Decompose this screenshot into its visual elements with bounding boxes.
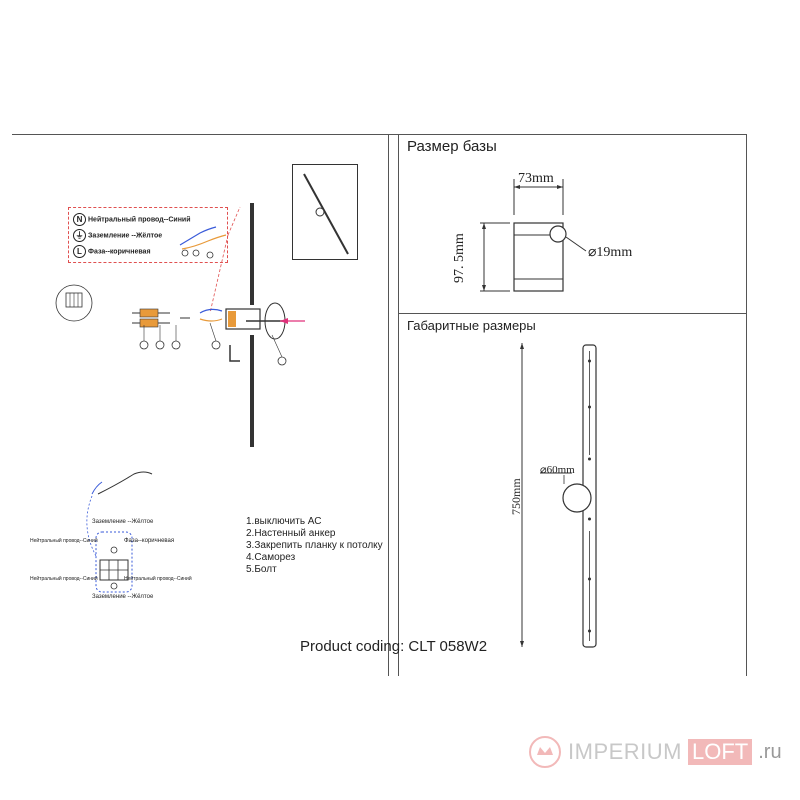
logo-domain: .ru [758,740,782,763]
terminal-block-drawing [86,471,153,593]
overall-section-title: Габаритные размеры [407,318,536,333]
installation-steps: 1.выключить АС 2.Настенный анкер 3.Закре… [246,516,383,576]
product-coding: Product coding: CLT 058W2 [300,638,488,655]
step-5: 5.Болт [246,564,277,575]
section-divider-horizontal [398,313,747,314]
step-3: 3.Закрепить планку к потолку [246,540,383,551]
legend-neutral-text: Нейтральный провод--Синий [88,216,191,224]
step-4: 4.Саморез [246,552,296,563]
overall-diameter-label: ⌀60mm [540,464,575,476]
terminal-ground-bottom-label: Заземление --Жёлтое [92,594,154,600]
base-section-title: Размер базы [407,138,497,155]
logo-loft: LOFT [688,739,753,765]
terminal-phase-right-label: Фаза--коричневая [124,538,175,544]
terminal-neutral-left-label: Нейтральный провод--Синий [30,538,98,544]
phase-symbol-icon: L [73,245,86,258]
terminal-neutral-right-label: Нейтральный провод--Синий [124,576,192,582]
overall-length-label: 750mm [509,478,523,515]
section-divider-left [388,134,389,676]
base-dimension-drawing [480,179,587,292]
ground-symbol-icon: ⏚ [73,229,86,242]
overall-dimension-drawing [520,343,597,648]
logo-word: IMPERIUM [568,739,682,764]
step-2: 2.Настенный анкер [246,528,336,539]
legend-ground: ⏚Заземление --Жёлтое [73,229,162,242]
base-height-label: 97. 5mm [452,233,467,283]
terminal-ground-top-label: Заземление --Жёлтое [92,519,154,525]
installation-drawing [55,203,305,447]
neutral-symbol-icon: N [73,213,86,226]
step-1: 1.выключить АС [246,516,322,527]
base-diameter-label: ⌀19mm [588,245,633,260]
legend-phase-text: Фаза--коричневая [88,248,151,256]
section-divider-right [398,134,399,676]
drawing-frame [12,134,747,676]
crown-emblem-icon [529,736,561,768]
base-width-label: 73mm [518,171,554,186]
legend-ground-text: Заземление --Жёлтое [88,232,163,240]
terminal-neutral-left-2-label: Нейтральный провод--Синий [30,576,98,582]
product-thumbnail [292,164,358,260]
